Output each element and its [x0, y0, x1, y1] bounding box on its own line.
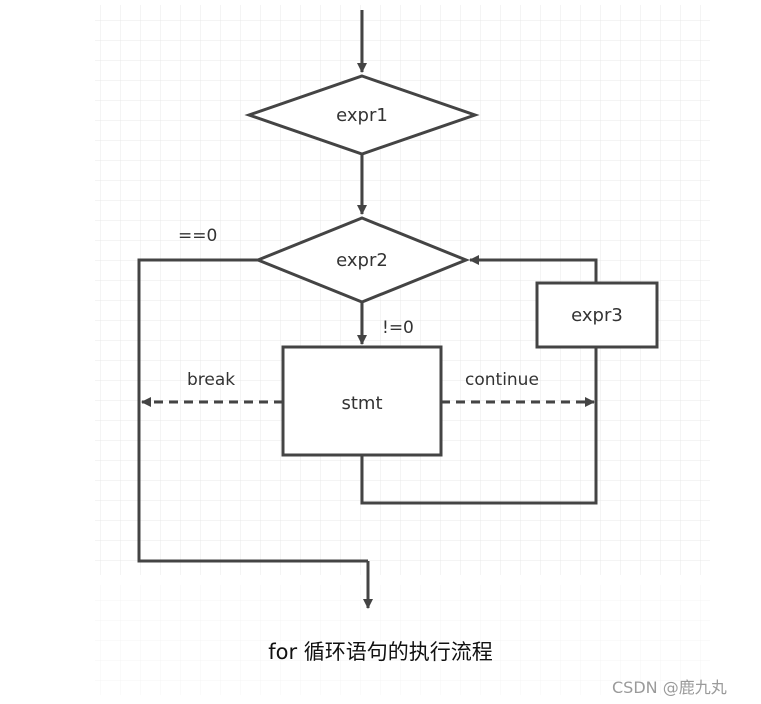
expr1-label: expr1 [336, 105, 388, 126]
expr3-box [535, 281, 659, 349]
grid-background-lower [95, 585, 710, 695]
watermark: CSDN @鹿九丸 [612, 678, 727, 697]
stmt-to-expr3-line [360, 347, 598, 505]
eq-zero-label: ==0 [178, 226, 217, 246]
diagram-caption: for 循环语句的执行流程 [268, 640, 493, 664]
ne-zero-label: !=0 [382, 318, 414, 338]
stmt-label: stmt [341, 393, 382, 414]
break-label: break [187, 370, 235, 390]
false-branch-line [137, 258, 368, 563]
continue-label: continue [465, 370, 539, 390]
expr3-to-expr2-arrow [469, 255, 598, 283]
expr2-label: expr2 [336, 250, 388, 271]
expr3-label: expr3 [571, 305, 623, 326]
stmt-box [281, 345, 443, 457]
